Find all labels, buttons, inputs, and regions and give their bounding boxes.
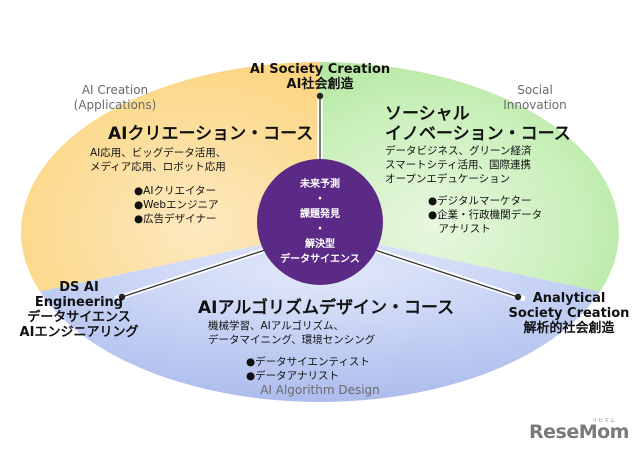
- course-desc-ai-algorithm-design: 機械学習、AIアルゴリズム、 データマイニング、環境センシング: [208, 320, 376, 346]
- axis-label-top: AI Society Creation AI社会創造: [249, 62, 391, 92]
- region-label-ai-algorithm-design: AI Algorithm Design: [260, 383, 380, 397]
- region-label-ai-creation: AI Creation (Applications): [73, 83, 157, 112]
- career-list-social-innovation: ●デジタルマーケター ●企業・行政機関データ アナリスト: [428, 195, 543, 235]
- axis-label-left: DS AI Engineering データサイエンス AIエンジニアリング: [19, 280, 139, 340]
- axis-dot-left: [118, 293, 126, 301]
- center-hub: [257, 159, 383, 285]
- region-label-social-innovation: Social Innovation: [503, 83, 567, 112]
- axis-dot-top: [316, 92, 324, 100]
- career-list-ai-algorithm-design: ●データサイエンティスト ●データアナリスト: [246, 356, 370, 382]
- region-ai-algorithm-design: [21, 232, 619, 402]
- axis-dot-right: [514, 293, 522, 301]
- course-title-social-innovation: ソーシャル イノベーション・コース: [385, 104, 571, 144]
- course-title-ai-creation: AIクリエーション・コース: [108, 124, 314, 144]
- logo-ruby: リセマム: [592, 418, 617, 424]
- center-hub-text: 未来予測 ・ 課題発見 ・ 解決型 データサイエンス: [280, 179, 360, 265]
- resemom-logo: ReseMom: [529, 421, 629, 443]
- course-desc-social-innovation: データビジネス、グリーン経済 スマートシティ活用、国際連携 オープンエデュケーシ…: [385, 145, 532, 185]
- course-title-ai-algorithm-design: AIアルゴリズムデザイン・コース: [198, 298, 455, 318]
- axis-label-right: Analytical Society Creation 解析的社会創造: [508, 291, 630, 336]
- career-list-ai-creation: ●AIクリエイター ●Webエンジニア ●広告デザイナー: [134, 185, 219, 225]
- course-desc-ai-creation: AI応用、ビッグデータ活用、 メディア応用、ロボット応用: [90, 147, 227, 173]
